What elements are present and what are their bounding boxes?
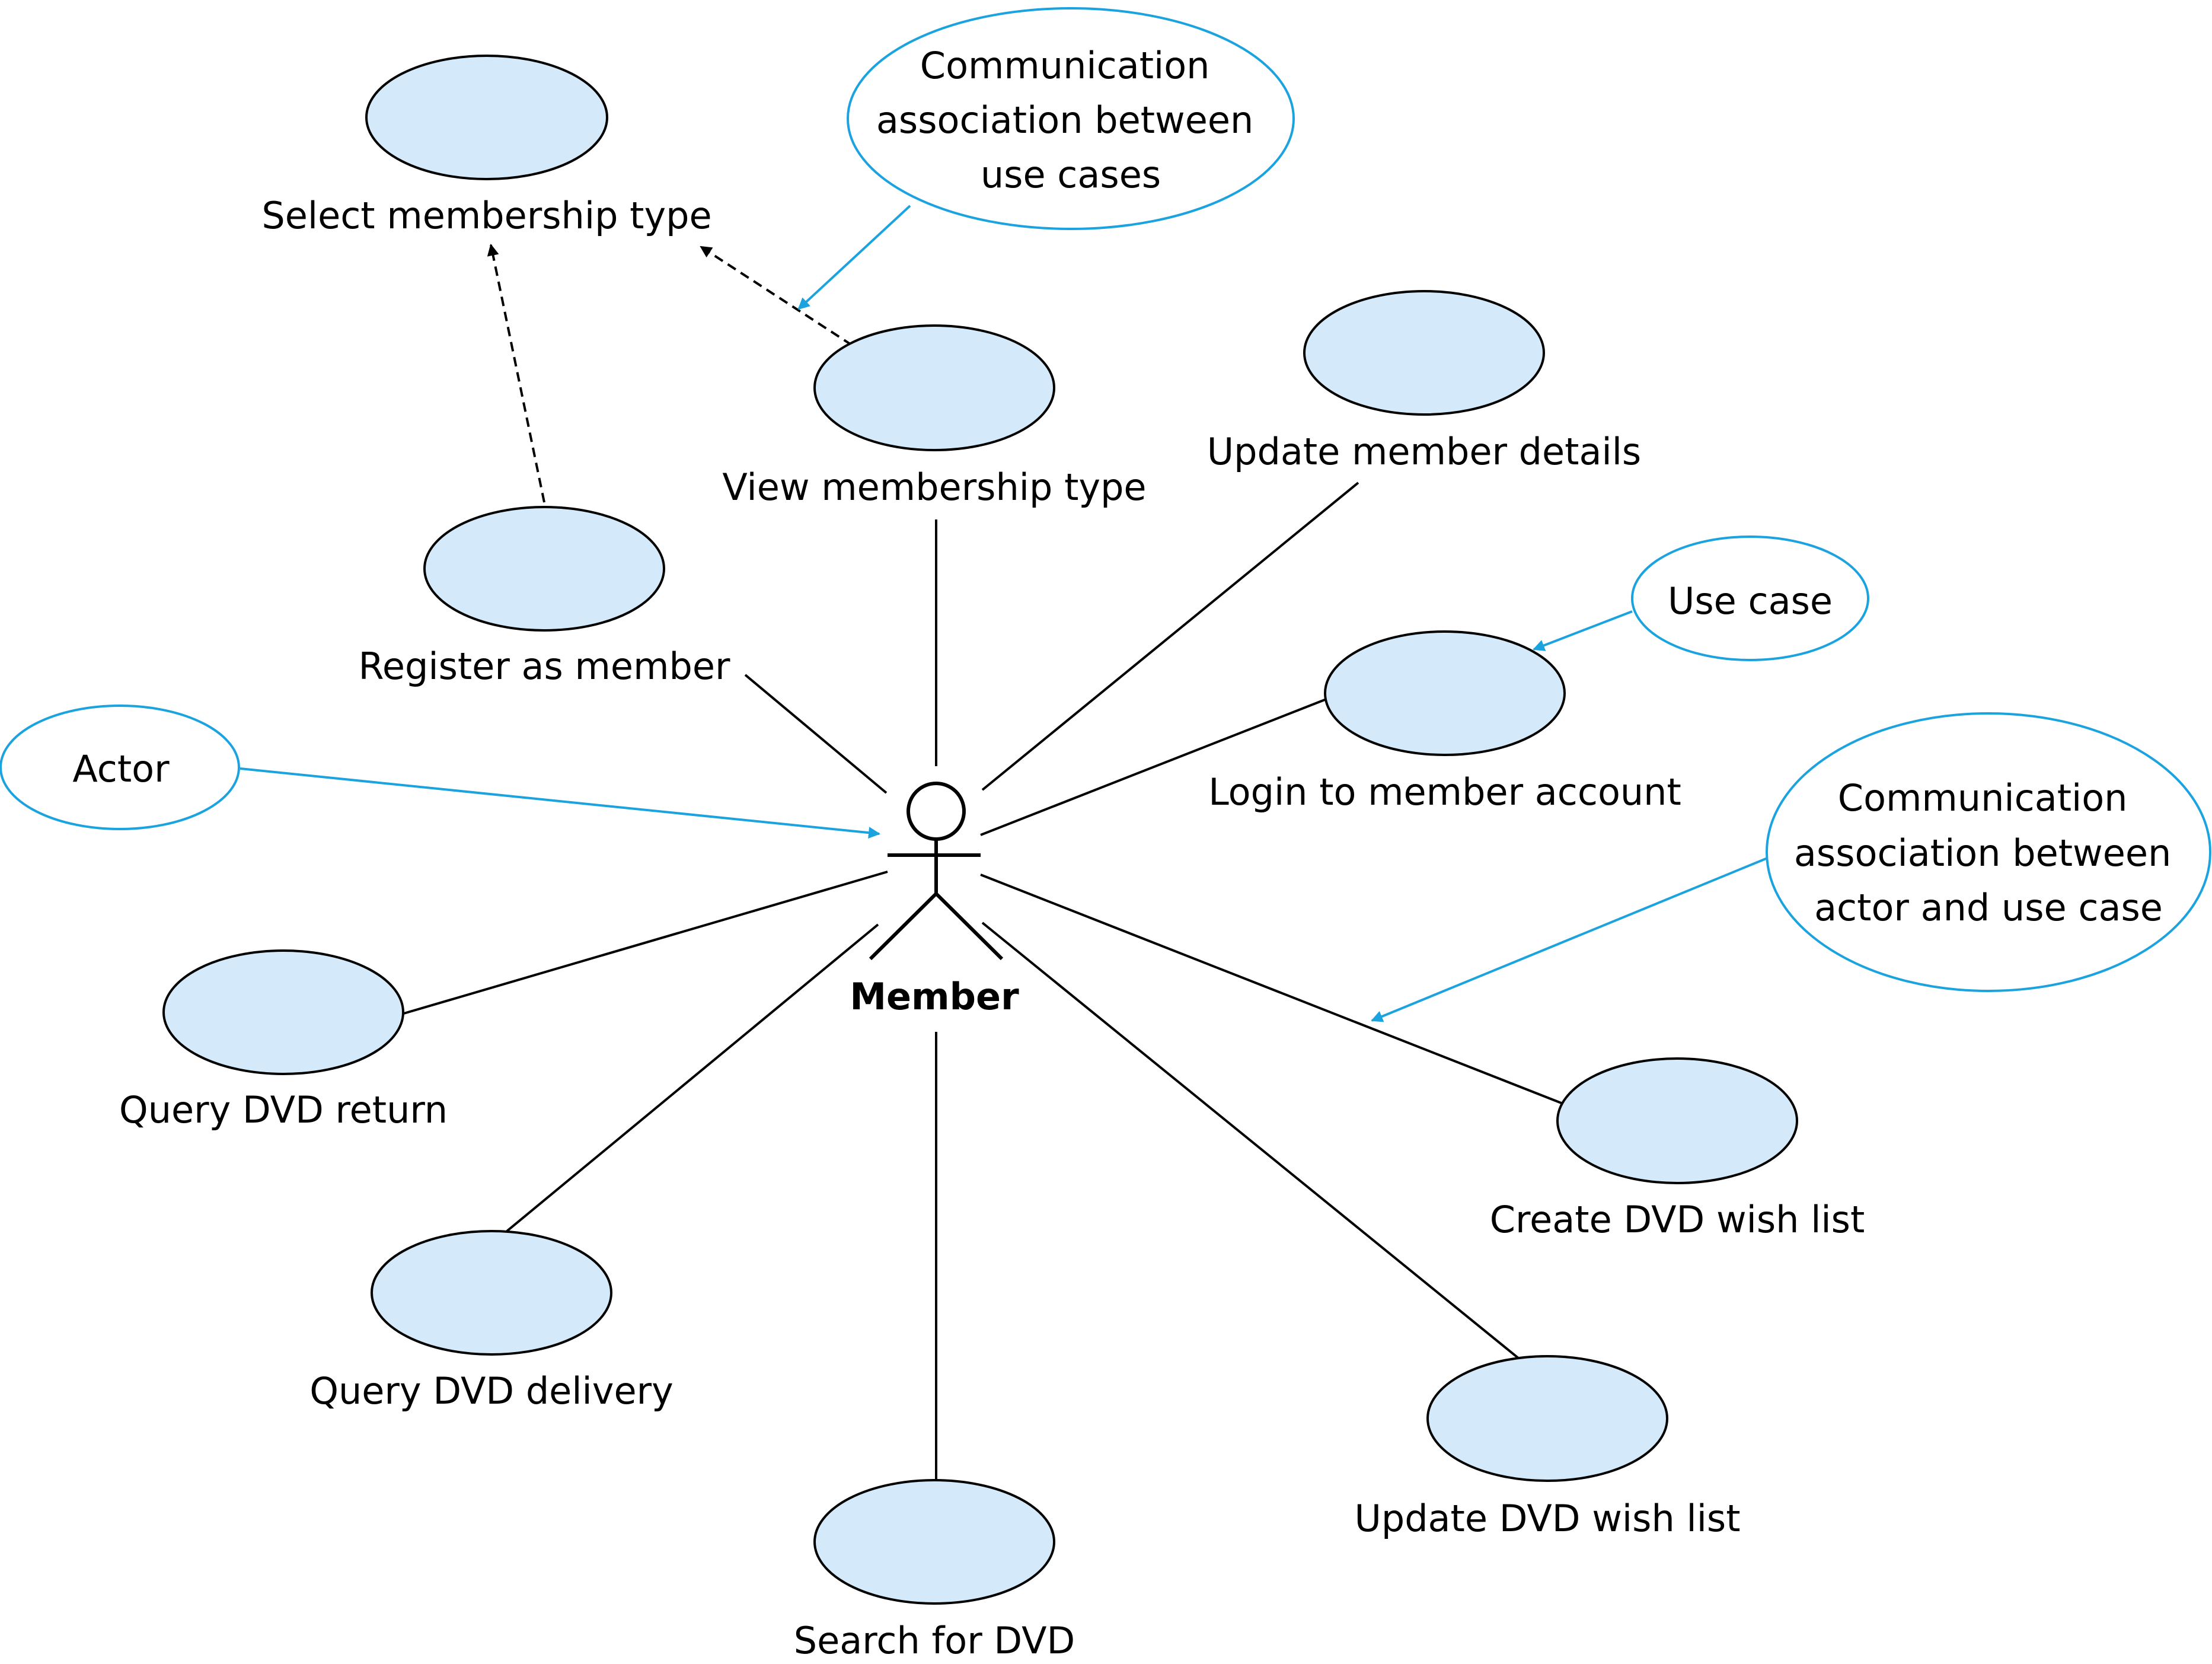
actor-right-leg bbox=[934, 892, 1004, 961]
use-case-label: Query DVD delivery bbox=[309, 1369, 674, 1413]
pointer-actor-association bbox=[1371, 857, 1768, 1022]
pointer-actor bbox=[240, 767, 880, 839]
use-case-ellipse bbox=[1324, 630, 1566, 756]
callout-line: association between bbox=[1794, 831, 2171, 875]
use-case-update-dvd-wish-list[interactable]: Update DVD wish list bbox=[1354, 1355, 1741, 1540]
use-case-login-to-member-account[interactable]: Login to member account bbox=[1208, 630, 1681, 814]
callout-actor: Actor bbox=[0, 705, 240, 830]
use-case-ellipse bbox=[162, 949, 404, 1075]
callout-ellipse bbox=[0, 705, 240, 830]
actor-left-leg bbox=[869, 892, 938, 961]
use-case-label: Create DVD wish list bbox=[1490, 1198, 1865, 1241]
use-case-select-membership-type[interactable]: Select membership type bbox=[261, 55, 712, 237]
use-case-search-for-dvd[interactable]: Search for DVD bbox=[794, 1479, 1075, 1662]
callout-ellipse bbox=[847, 7, 1295, 230]
use-case-ellipse bbox=[365, 55, 608, 180]
use-case-label: Update DVD wish list bbox=[1354, 1497, 1740, 1540]
callout-line: Communication bbox=[1838, 776, 2128, 820]
callout-line: actor and use case bbox=[1814, 886, 2163, 929]
callout-pointers bbox=[240, 205, 1768, 1022]
callout-ellipse bbox=[1631, 535, 1869, 661]
use-case-label: Login to member account bbox=[1208, 770, 1681, 814]
use-case-label: View membership type bbox=[722, 466, 1146, 509]
use-case-query-dvd-return[interactable]: Query DVD return bbox=[119, 949, 448, 1131]
use-case-label: Update member details bbox=[1207, 430, 1641, 473]
callout-ellipse bbox=[1766, 712, 2211, 992]
pointer-use-case bbox=[1533, 610, 1633, 651]
use-case-register-as-member[interactable]: Register as member bbox=[359, 506, 730, 688]
use-case-label: Select membership type bbox=[261, 194, 711, 237]
use-case-label: Query DVD return bbox=[119, 1088, 448, 1131]
callout-actor-association: Communication association between actor … bbox=[1766, 712, 2211, 992]
callout-line: Communication bbox=[920, 44, 1210, 87]
actor-label: Member bbox=[850, 975, 1019, 1018]
dep-view-to-select bbox=[700, 246, 853, 346]
assoc-update-member-details bbox=[981, 482, 1359, 791]
assoc-query-dvd-delivery bbox=[506, 923, 879, 1232]
assoc-register-as-member bbox=[744, 674, 888, 794]
assoc-login-to-member-account bbox=[980, 698, 1327, 836]
pointer-uc-association bbox=[797, 205, 911, 310]
callout-text: Communication association between actor … bbox=[1794, 776, 2183, 929]
callout-uc-association: Communication association between use ca… bbox=[847, 7, 1295, 230]
use-case-dependencies bbox=[487, 244, 853, 503]
callout-use-case: Use case bbox=[1631, 535, 1869, 661]
use-case-ellipse bbox=[1426, 1355, 1668, 1482]
actor-head-icon bbox=[906, 782, 966, 841]
use-case-ellipse bbox=[1556, 1057, 1798, 1184]
callout-text: Use case bbox=[1668, 579, 1833, 623]
use-case-label: Search for DVD bbox=[794, 1619, 1075, 1662]
use-case-query-dvd-delivery[interactable]: Query DVD delivery bbox=[309, 1230, 674, 1413]
callout-text: Communication association between use ca… bbox=[876, 44, 1265, 196]
use-case-view-membership-type[interactable]: View membership type bbox=[722, 324, 1147, 509]
use-cases: Select membership type View membership t… bbox=[119, 55, 1865, 1662]
assoc-update-dvd-wish-list bbox=[981, 922, 1523, 1362]
callout-line: use cases bbox=[981, 153, 1161, 196]
use-case-ellipse bbox=[371, 1230, 612, 1356]
use-case-ellipse bbox=[1303, 290, 1545, 416]
assoc-create-dvd-wish-list bbox=[980, 874, 1566, 1106]
dep-register-to-select bbox=[487, 244, 545, 503]
assoc-query-dvd-return bbox=[403, 871, 888, 1015]
use-case-create-dvd-wish-list[interactable]: Create DVD wish list bbox=[1490, 1057, 1865, 1241]
use-case-update-member-details[interactable]: Update member details bbox=[1207, 290, 1641, 473]
callout-text: Actor bbox=[72, 747, 170, 790]
callouts: Communication association between use ca… bbox=[0, 7, 2211, 992]
callout-line: association between bbox=[876, 98, 1253, 142]
use-case-ellipse bbox=[813, 324, 1055, 451]
associations bbox=[403, 482, 1566, 1480]
actor-member[interactable]: Member bbox=[850, 782, 1019, 1018]
use-case-label: Register as member bbox=[359, 645, 730, 688]
use-case-ellipse bbox=[813, 1479, 1055, 1605]
use-case-ellipse bbox=[423, 506, 665, 632]
